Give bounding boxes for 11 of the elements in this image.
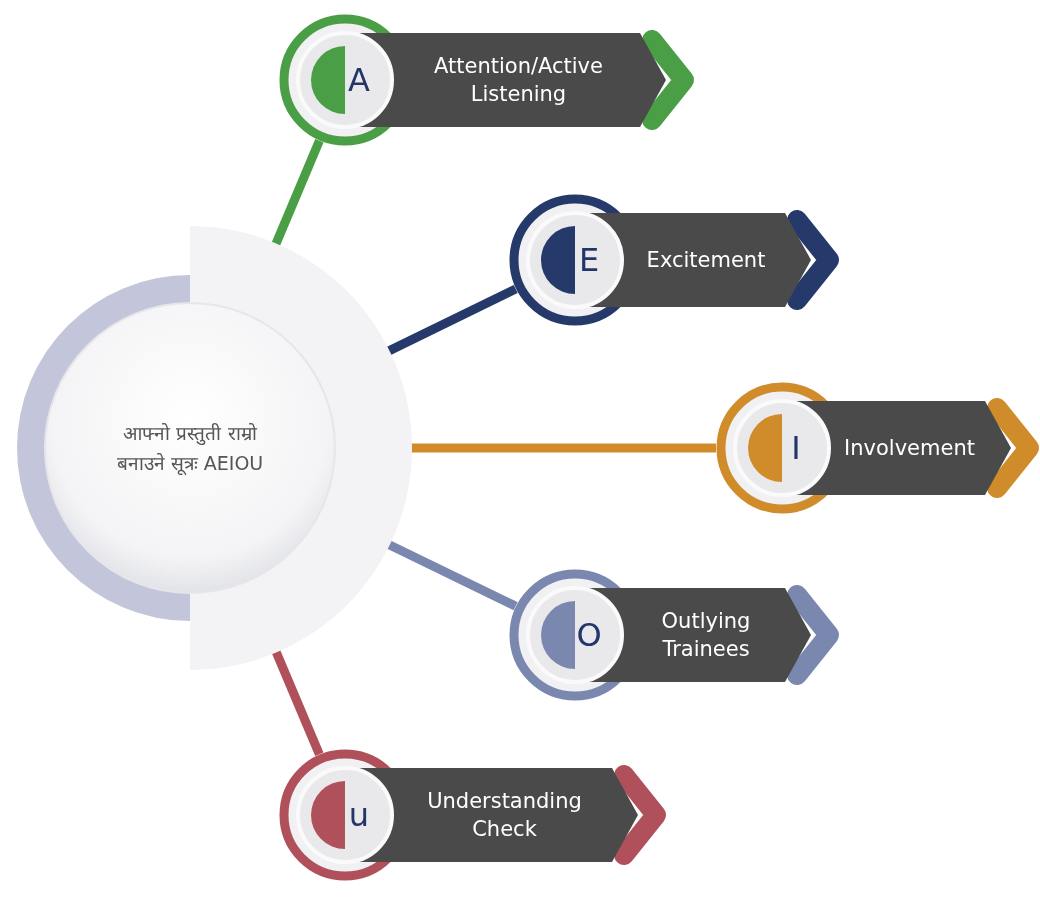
banner-title: Understanding Check <box>426 788 583 843</box>
banner-title: Involvement <box>844 435 975 462</box>
badge-letter: A <box>347 60 371 100</box>
banner-title: Attention/Active Listening <box>433 53 604 108</box>
badge-letter: I <box>790 428 802 468</box>
badge-letter: O <box>575 615 603 655</box>
badge-letter: u <box>347 795 371 835</box>
banner-title: Outlying Trainees <box>660 608 752 663</box>
center-title: आफ्नो प्रस्तुती राम्रो बनाउने सूत्रः AEIOU <box>115 421 265 477</box>
banner-title: Excitement <box>646 247 766 274</box>
badge-letter: E <box>577 240 601 280</box>
